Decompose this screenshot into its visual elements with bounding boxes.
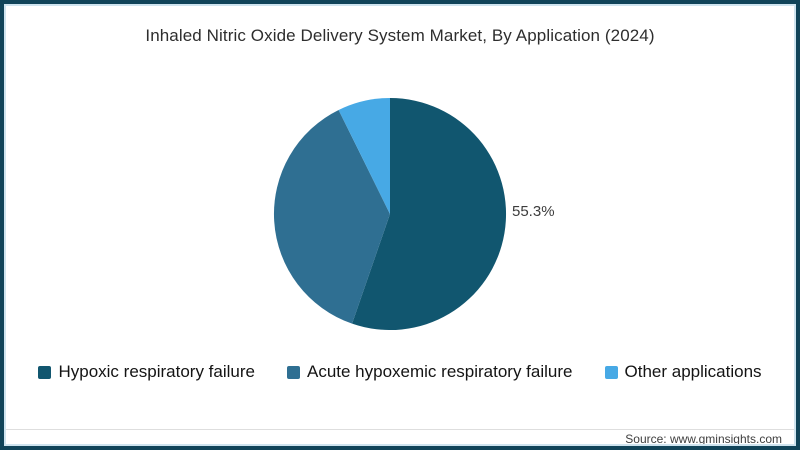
- source-attribution: Source: www.gminsights.com: [625, 432, 782, 446]
- pie-svg: [273, 97, 507, 331]
- pie-slice-1: [273, 109, 390, 324]
- legend-item-acute-hypoxemic: Acute hypoxemic respiratory failure: [286, 362, 573, 382]
- pie-slice-2: [338, 97, 390, 214]
- footer-separator: [6, 429, 794, 430]
- legend-label: Other applications: [624, 362, 762, 381]
- legend-label: Hypoxic respiratory failure: [58, 362, 255, 381]
- legend-label: Acute hypoxemic respiratory failure: [306, 362, 573, 381]
- legend-swatch: [38, 365, 52, 379]
- legend-swatch: [286, 365, 300, 379]
- chart-title: Inhaled Nitric Oxide Delivery System Mar…: [145, 26, 655, 45]
- pie-slice-0: [352, 97, 507, 331]
- legend-item-hypoxic: Hypoxic respiratory failure: [38, 362, 255, 382]
- pie-chart: [272, 96, 508, 332]
- legend-item-other-applications: Other applications: [604, 362, 762, 382]
- legend-swatch: [604, 365, 618, 379]
- pie-slice-value-label: 55.3%: [512, 203, 555, 220]
- chart-legend: Hypoxic respiratory failure Acute hypoxe…: [0, 362, 800, 382]
